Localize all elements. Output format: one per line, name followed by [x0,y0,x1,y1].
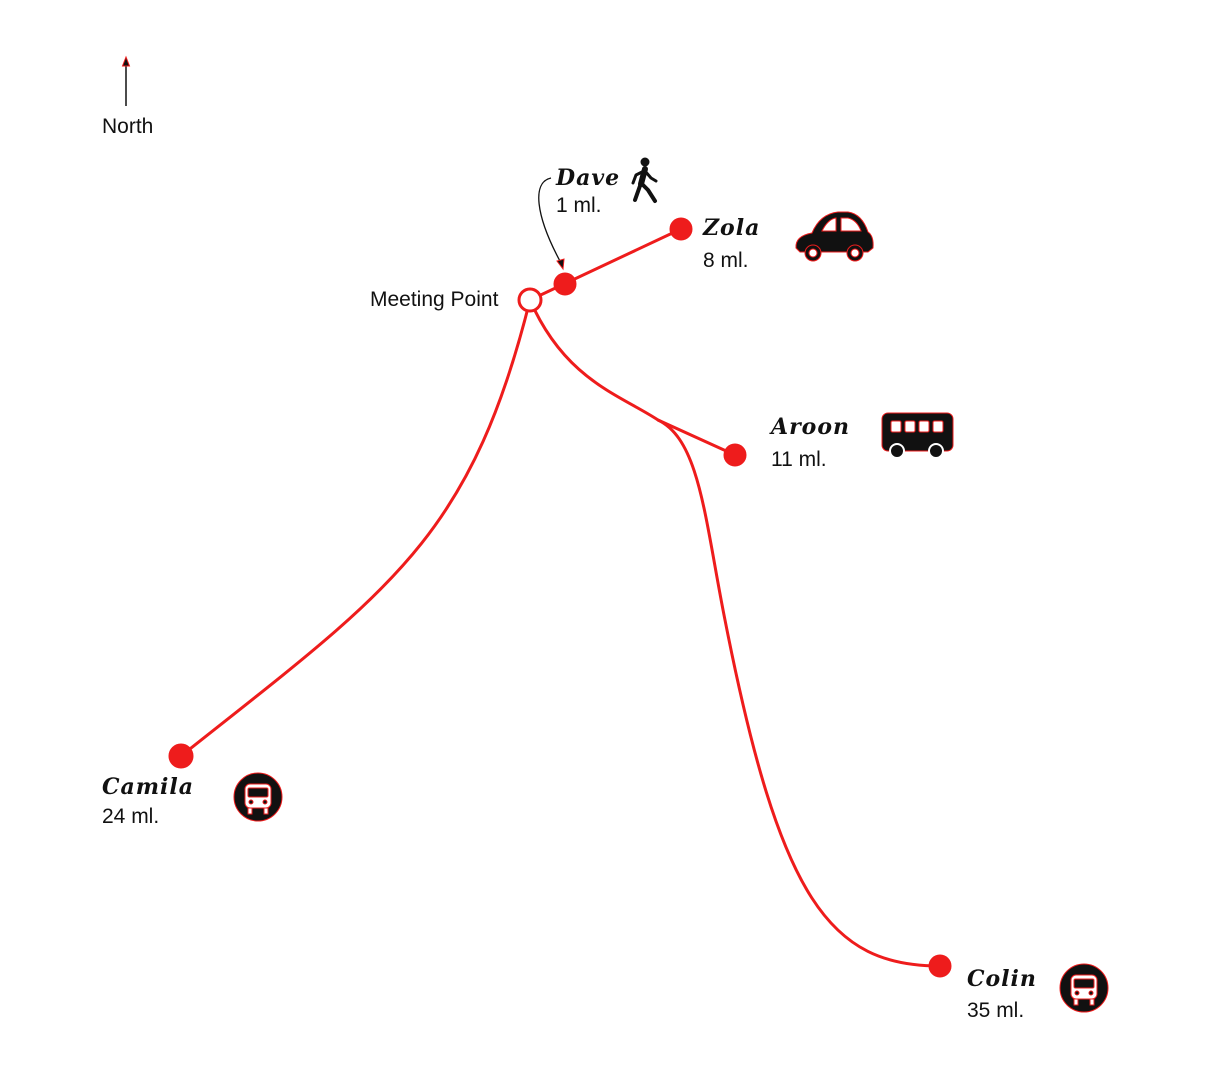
north-arrow-icon [121,55,131,106]
pedestrian-icon [631,157,658,203]
dave-pointer-arrow [538,177,565,271]
route-camila [179,298,532,758]
route-zola [528,227,683,302]
bus-icon [881,412,954,459]
stop-marker-camila[interactable] [168,743,194,769]
person-name-aroon: Aroon [771,414,851,440]
person-name-zola: Zola [703,215,761,241]
person-name-dave: Dave [556,165,621,191]
north-label: North [102,115,154,138]
stop-marker-dave[interactable] [553,272,577,296]
route-aroon [528,298,737,457]
person-distance-camila: 24 ml. [102,805,160,828]
train-icon [233,772,283,822]
person-distance-dave: 1 ml. [556,194,602,217]
person-name-colin: Colin [967,966,1037,992]
route-colin [656,418,942,968]
car-icon [795,211,874,262]
meeting-point-label: Meeting Point [370,288,499,311]
stop-marker-aroon[interactable] [723,443,747,467]
person-name-camila: Camila [102,774,195,800]
person-distance-aroon: 11 ml. [771,448,827,471]
person-distance-colin: 35 ml. [967,999,1025,1022]
stop-marker-colin[interactable] [928,954,952,978]
stop-marker-zola[interactable] [669,217,693,241]
train-icon [1059,963,1109,1013]
person-distance-zola: 8 ml. [703,249,749,272]
meeting-point-marker[interactable] [517,287,543,313]
